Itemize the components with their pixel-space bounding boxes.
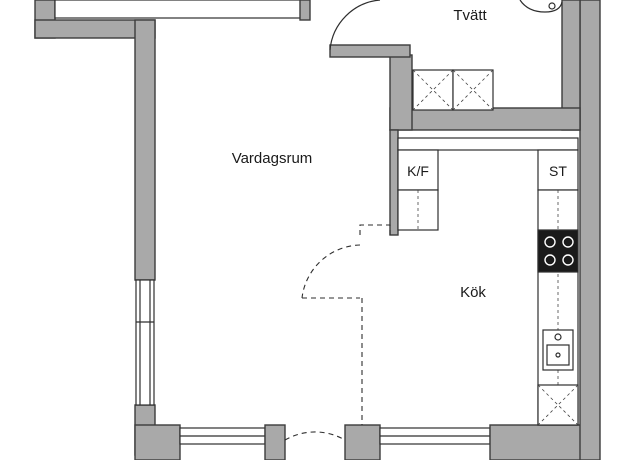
laundry-sink-icon [519,0,563,13]
kitchen: K/F ST Kök [397,137,579,426]
burner-2 [562,236,574,248]
laundry-drain-icon [548,2,556,10]
appliance-label-storage: ST [549,163,567,179]
door-openings [284,224,391,441]
kitchen-drain-icon [555,352,561,358]
living-room: Vardagsrum [232,150,313,167]
kitchen-tap-icon [554,333,562,341]
kitchen-sink-basin [546,344,570,366]
window-left [135,279,155,406]
wall-top-balcony-right [299,0,311,21]
storage-cabinet [537,149,579,191]
appliance-label-fridge-freezer: K/F [407,163,429,179]
kitchen-sink [542,329,574,371]
kitchen-door-arc [301,244,361,299]
cooktop [537,229,579,273]
wall-living-left [134,19,156,281]
wall-bottom-mid-2 [344,424,381,460]
fridge-freezer [397,149,439,191]
room-label-living-room: Vardagsrum [232,150,313,167]
entry-door-arc [284,431,346,441]
walls [34,0,601,460]
kitchen-top-counter [397,137,579,151]
dryer [452,69,494,111]
wall-laundry-left [389,54,413,131]
balcony-frame [54,0,306,19]
laundry-door-swing [329,0,381,51]
dishwasher [537,384,579,426]
wall-partition-stub [389,129,399,236]
wall-laundry-bottom [389,107,581,131]
wall-right [579,0,601,460]
burner-3 [544,254,556,266]
room-label-laundry: Tvätt [453,7,487,24]
laundry-room: Tvätt [329,0,563,111]
washer [412,69,454,111]
wall-bottom-right [489,424,596,460]
wall-bottom-mid-1 [264,424,286,460]
burner-1 [544,236,556,248]
kitchen-door-swing [359,224,391,235]
wall-bottom-left [134,424,181,460]
burner-4 [562,254,574,266]
room-label-kitchen: Kök [460,284,486,301]
wall-laundry-top-left [329,44,411,58]
